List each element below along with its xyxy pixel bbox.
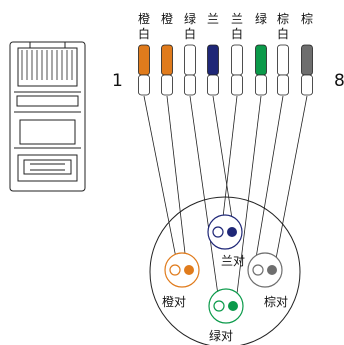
cable-cross-section	[149, 196, 301, 345]
twisted-pairs	[164, 214, 283, 324]
pin-8-label: 棕	[301, 11, 313, 26]
pin-3-label: 绿	[184, 11, 196, 26]
wire-labels: 橙 白 橙 绿 白 兰 兰 白 绿 棕 白 棕	[138, 11, 313, 41]
pin-4-label: 兰	[207, 12, 219, 26]
pin-3-sublabel: 白	[184, 26, 196, 41]
pair-label-green: 绿对	[209, 328, 233, 343]
pair-brown	[247, 252, 283, 288]
pair-orange	[164, 252, 200, 288]
wire-tubes	[138, 44, 313, 96]
wire-tube-2	[161, 44, 173, 96]
pin-5-label: 兰	[231, 12, 243, 26]
wire-tube-6	[255, 44, 267, 96]
pin-1-sublabel: 白	[138, 26, 150, 41]
pin-2-label: 橙	[161, 11, 173, 26]
pin-7-label: 棕	[277, 11, 289, 26]
pin-1-label: 橙	[138, 11, 150, 26]
wire-routing-lines	[143, 95, 308, 303]
pair-label-brown: 棕对	[264, 294, 288, 309]
pin-start-number: 1	[112, 71, 123, 91]
wire-tube-1	[138, 44, 150, 96]
wire-tube-7	[277, 44, 289, 96]
wire-tube-4	[207, 44, 219, 96]
wire-tube-3	[184, 44, 196, 96]
pair-blue	[207, 214, 243, 250]
rj45-connector-icon	[9, 41, 86, 192]
wire-tube-8	[301, 44, 313, 96]
pair-green	[208, 288, 244, 324]
pair-label-blue: 兰对	[221, 254, 245, 268]
pin-end-number: 8	[334, 71, 344, 91]
wire-tube-5	[231, 44, 243, 96]
pair-label-orange: 橙对	[162, 294, 186, 309]
pin-7-sublabel: 白	[277, 26, 289, 41]
pin-6-label: 绿	[255, 11, 267, 26]
pin-5-sublabel: 白	[231, 26, 243, 41]
